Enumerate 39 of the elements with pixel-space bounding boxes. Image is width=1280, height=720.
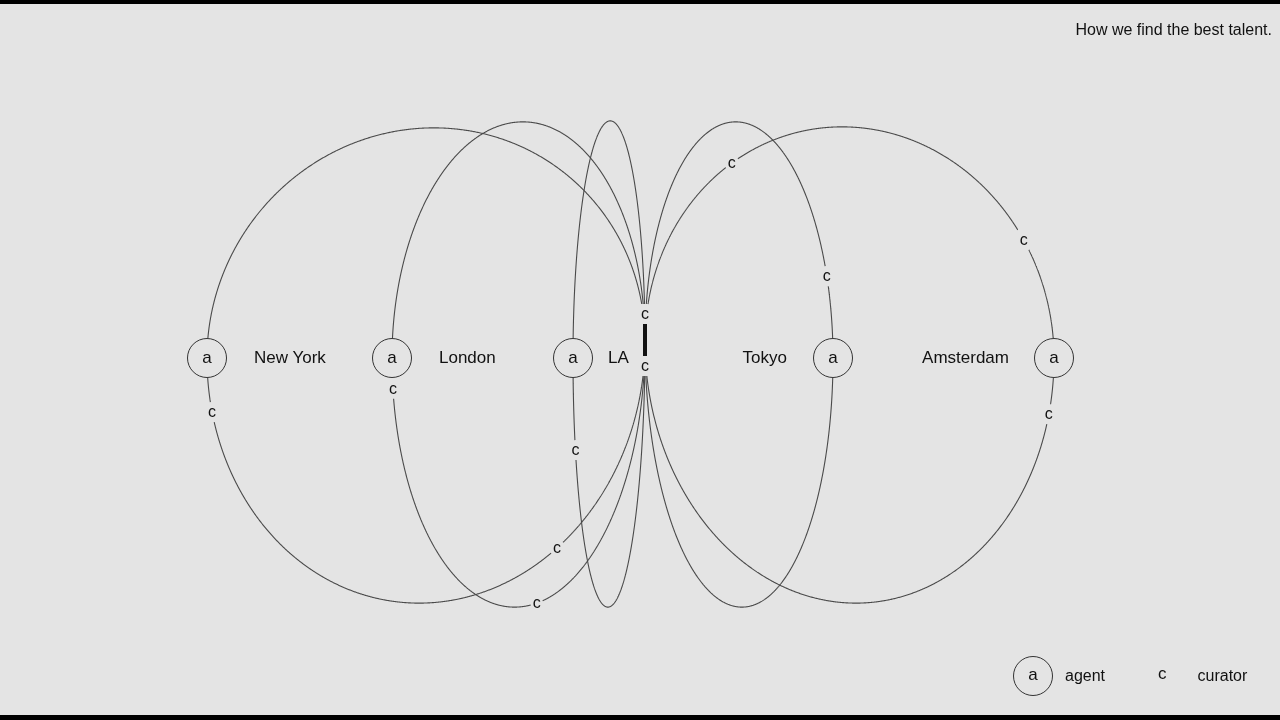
connector-line (647, 167, 727, 305)
connector-line (643, 322, 647, 358)
city-label: LA (608, 348, 629, 368)
connector-line (645, 121, 826, 305)
connector-line (207, 127, 643, 339)
legend-label: agent (1065, 666, 1106, 686)
city-label: Amsterdam (922, 348, 1009, 368)
curator-label: c (206, 402, 219, 423)
curator-label: c (639, 304, 651, 324)
curator-label: c (386, 378, 399, 399)
connector-line (1028, 249, 1054, 339)
curator-label: c (569, 440, 582, 461)
curator-symbol: c (1158, 664, 1167, 685)
city-label: New York (254, 348, 326, 368)
connector-line (562, 375, 644, 543)
connector-line (542, 375, 645, 602)
curator-label: c (551, 537, 564, 558)
connector-line (207, 377, 211, 403)
connector-line (572, 120, 646, 339)
connector-line (213, 421, 552, 604)
connector-line (391, 121, 644, 339)
connector-line (1050, 377, 1054, 405)
city-label: London (439, 348, 496, 368)
connector-line (575, 375, 646, 608)
curator-label: c (639, 356, 651, 376)
page-title: How we find the best talent. (1075, 20, 1272, 40)
curator-label: c (820, 266, 833, 287)
connector-line (645, 375, 834, 608)
connector-line (572, 377, 576, 441)
legend-label: curator (1197, 666, 1248, 686)
city-label: Tokyo (742, 348, 787, 368)
connector-line (393, 398, 532, 608)
connector-line (737, 126, 1019, 231)
curator-label: c (1017, 229, 1030, 250)
curator-label: c (1042, 404, 1055, 425)
curator-label: c (725, 153, 738, 173)
connector-line (827, 285, 834, 339)
curator-label: c (530, 593, 543, 614)
connector-line (646, 375, 1048, 604)
